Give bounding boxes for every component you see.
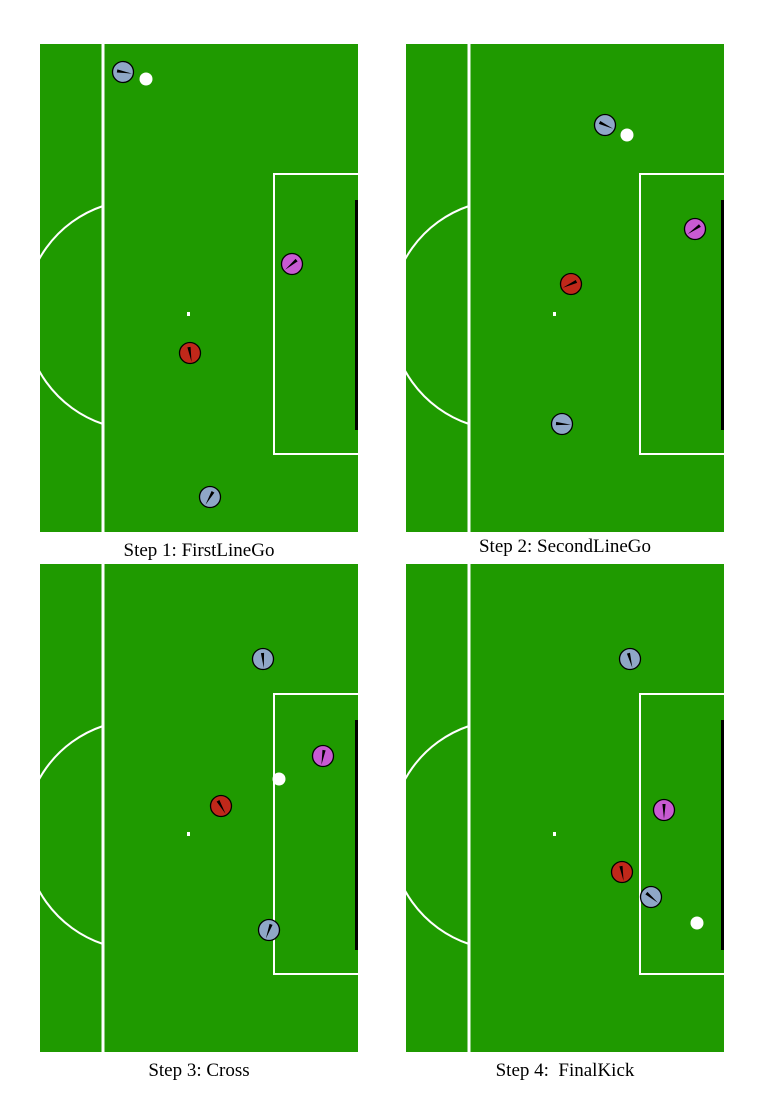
penalty-box [273,693,358,975]
soccer-field [40,44,358,532]
goal-line [721,720,724,950]
grass [406,564,724,1052]
center-spot [553,312,556,316]
penalty-box [273,173,358,455]
center-circle-arc [406,725,470,945]
center-spot [187,832,190,836]
center-spot [553,832,556,836]
soccer-field [40,564,358,1052]
grass [406,44,724,532]
penalty-box [639,173,724,455]
step-caption: Step 2: SecondLineGo [478,536,652,557]
center-circle-arc [406,205,470,425]
step-caption: Step 4: FinalKick [495,1060,635,1081]
goal-line [721,200,724,430]
grass [40,564,358,1052]
grass [40,44,358,532]
soccer-field [406,564,724,1052]
goal-line [355,720,358,950]
step-caption: Step 1: FirstLineGo [123,540,275,561]
penalty-box [639,693,724,975]
center-circle-arc [40,205,104,425]
soccer-field [406,44,724,532]
center-spot [187,312,190,316]
goal-line [355,200,358,430]
step-caption: Step 3: Cross [148,1060,250,1081]
center-circle-arc [40,725,104,945]
